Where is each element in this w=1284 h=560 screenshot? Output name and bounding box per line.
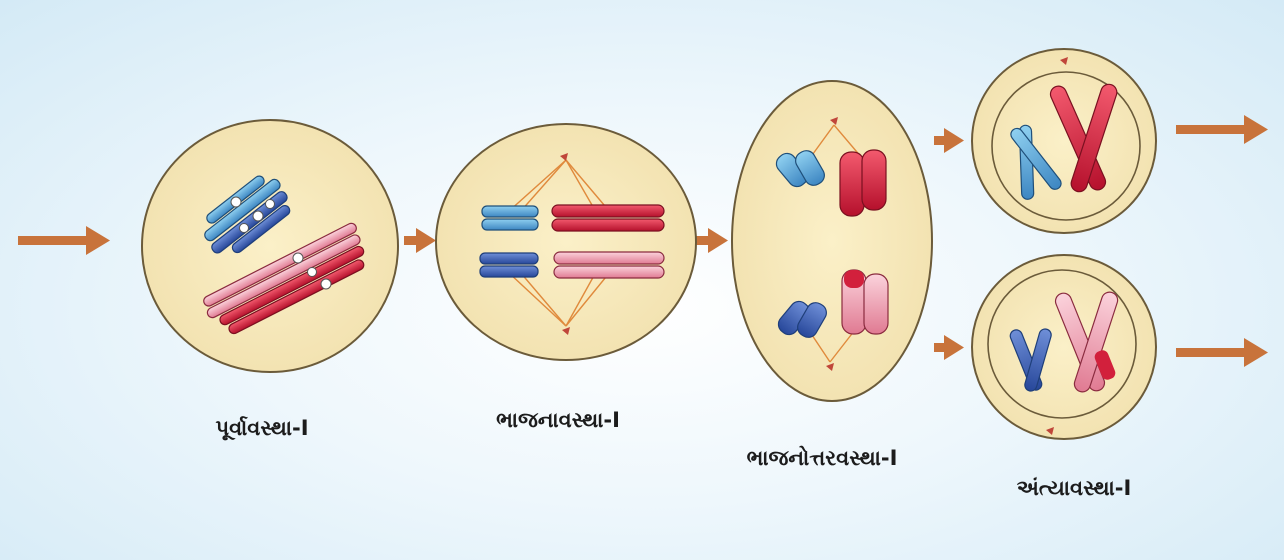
arrow-right-icon — [934, 128, 964, 153]
stage-label-metaphase-i: ભાજનાવસ્થા-I — [496, 408, 620, 433]
arrow-right-icon — [404, 228, 436, 253]
arrow-right-icon — [934, 335, 964, 360]
telophase-cell-top — [972, 49, 1156, 233]
arrow-right-icon — [696, 228, 728, 253]
anaphase-cell — [732, 81, 932, 401]
telophase-cell-bottom — [972, 255, 1156, 439]
stage-label-telophase-i: અંત્યાવસ્થા-I — [1017, 476, 1132, 501]
arrow-right-icon — [1176, 338, 1268, 367]
telophase-cells — [972, 49, 1156, 439]
arrow-right-icon — [18, 226, 110, 255]
stage-label-prophase-i: પૂર્વાવસ્થા-I — [215, 416, 308, 441]
prophase-cell — [142, 120, 398, 372]
stage-label-anaphase-i: ભાજનોત્તરવસ્થા-I — [747, 446, 898, 471]
arrow-right-icon — [1176, 115, 1268, 144]
metaphase-cell — [436, 124, 696, 360]
